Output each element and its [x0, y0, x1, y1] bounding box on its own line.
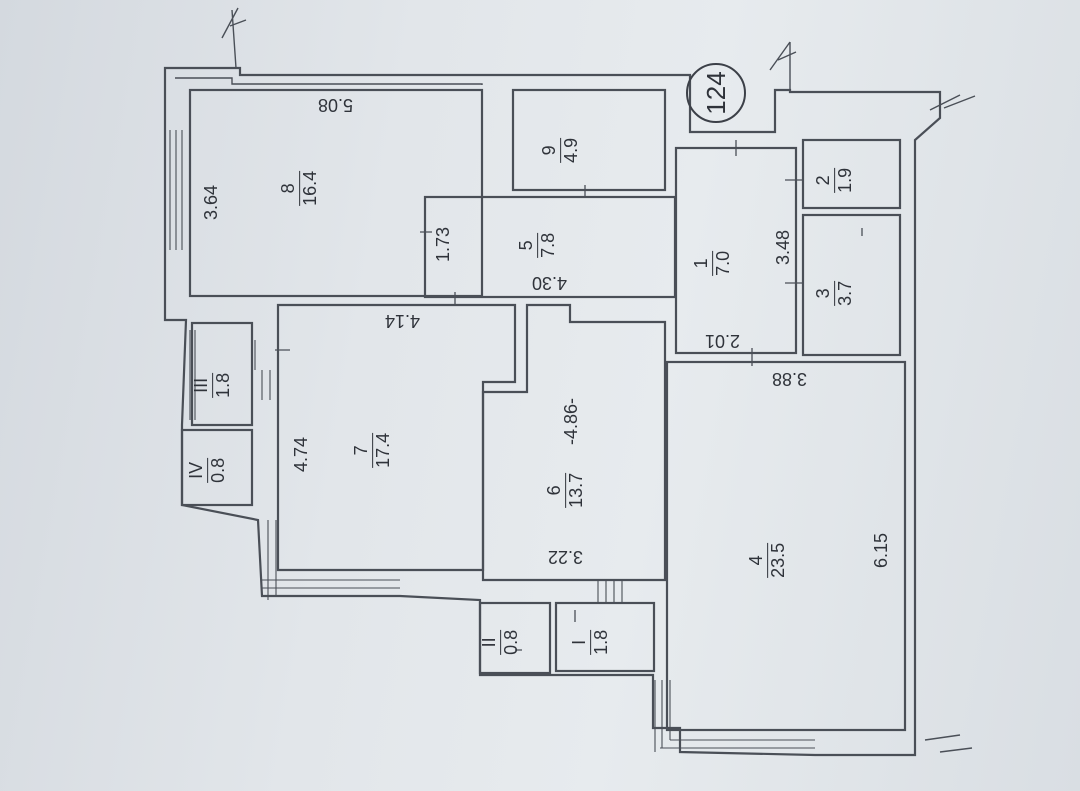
dim-1-73: 1.73 [433, 226, 453, 262]
room-4-walls [665, 360, 907, 732]
dim-3-88: 3.88 [772, 369, 808, 389]
dim-4-86: -4.86- [561, 397, 581, 445]
room-8-walls [188, 88, 484, 298]
dim-4-74: 4.74 [291, 436, 311, 472]
apartment-number-badge: 124 [686, 63, 746, 123]
dim-2-01: 2.01 [705, 331, 741, 351]
room-3-walls [801, 213, 902, 357]
balcony-II-walls [478, 601, 552, 675]
dim-3-64: 3.64 [201, 184, 221, 220]
outer-wall [163, 66, 942, 757]
balcony-I-walls [554, 601, 656, 673]
room-6-walls [481, 303, 667, 582]
balcony-IV-walls [180, 428, 254, 507]
dim-6-15: 6.15 [871, 532, 891, 568]
room-2-walls [801, 138, 902, 210]
dim-3-22: 3.22 [548, 547, 584, 567]
dim-4-14: 4.14 [385, 311, 421, 331]
room-9-walls [511, 88, 667, 192]
room-7-walls [276, 303, 517, 572]
dim-3-48: 3.48 [773, 229, 793, 265]
dim-5-08: 5.08 [318, 95, 354, 115]
dim-4-30: 4.30 [532, 273, 568, 293]
